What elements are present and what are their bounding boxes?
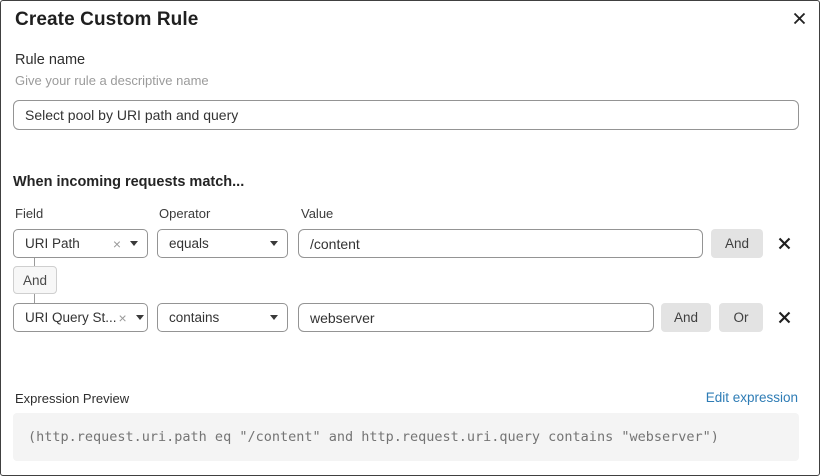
- operator-select-value: contains: [169, 310, 220, 325]
- add-and-condition-button[interactable]: And: [661, 303, 711, 332]
- condition-value-input[interactable]: [298, 303, 654, 332]
- condition-value-input[interactable]: [298, 229, 703, 258]
- field-select-value: URI Query St...: [25, 310, 117, 325]
- expression-code: (http.request.uri.path eq "/content" and…: [28, 429, 719, 445]
- connector-line: [34, 294, 35, 304]
- field-select[interactable]: URI Query St... ×: [13, 303, 148, 332]
- operator-select-value: equals: [169, 236, 209, 251]
- rule-name-label: Rule name: [15, 52, 86, 68]
- match-heading: When incoming requests match...: [13, 174, 245, 190]
- operator-column-label: Operator: [159, 206, 211, 221]
- field-column-label: Field: [15, 206, 44, 221]
- chevron-down-icon: [135, 315, 144, 320]
- page-title: Create Custom Rule: [15, 9, 199, 30]
- value-column-label: Value: [301, 206, 334, 221]
- chevron-down-icon: [130, 241, 138, 246]
- chevron-down-icon: [270, 315, 278, 320]
- condition-row-2: URI Query St... × contains And Or: [1, 303, 820, 332]
- connector-line: [34, 258, 35, 267]
- clear-selection-icon[interactable]: ×: [118, 309, 127, 326]
- edit-expression-link[interactable]: Edit expression: [705, 390, 798, 405]
- operator-select[interactable]: equals: [157, 229, 288, 258]
- rule-name-input[interactable]: [13, 100, 799, 130]
- field-select-value: URI Path: [25, 236, 80, 251]
- operator-select[interactable]: contains: [157, 303, 288, 332]
- chevron-down-icon: [270, 241, 278, 246]
- remove-condition-icon[interactable]: [773, 229, 795, 258]
- close-icon[interactable]: [790, 9, 808, 27]
- rule-name-hint: Give your rule a descriptive name: [15, 73, 209, 88]
- clear-selection-icon[interactable]: ×: [112, 235, 121, 252]
- field-select[interactable]: URI Path ×: [13, 229, 148, 258]
- and-connector-badge: And: [13, 266, 57, 294]
- expression-preview-label: Expression Preview: [15, 391, 130, 406]
- add-or-condition-button[interactable]: Or: [719, 303, 763, 332]
- condition-row-1: URI Path × equals And: [1, 229, 820, 258]
- add-and-condition-button[interactable]: And: [711, 229, 763, 258]
- remove-condition-icon[interactable]: [773, 303, 795, 332]
- expression-preview-block: (http.request.uri.path eq "/content" and…: [13, 413, 799, 461]
